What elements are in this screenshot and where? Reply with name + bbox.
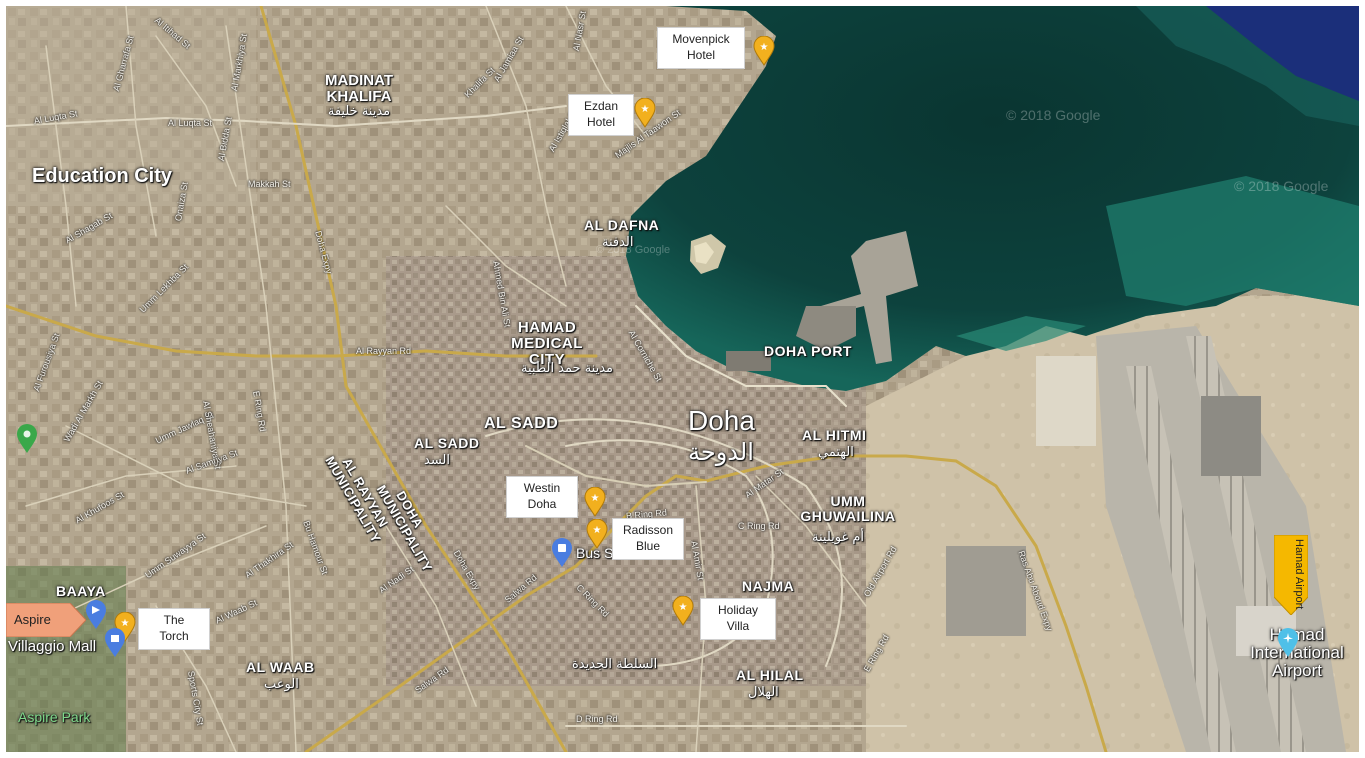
hotel-pin-ezdan[interactable]: ★ [634,98,656,128]
district-label-baaya: BAAYA [56,583,106,599]
district-label-doha-port: DOHA PORT [764,343,852,359]
street-label: C Ring Rd [738,521,780,531]
blue-location-pin-icon[interactable] [85,600,107,630]
district-label-villaggio: Villaggio Mall [8,638,97,655]
district-label-al-sadd-ar: السد [424,453,450,468]
district-label-hamad-medical-city-ar: مدينة حمد الطبية [521,361,613,376]
svg-text:★: ★ [593,525,602,536]
hotel-pin-radisson[interactable]: ★ [586,519,608,549]
district-label-hamad-medical-city: HAMAD MEDICAL CITY [511,319,583,368]
district-label-al-hitmi-ar: الهتمي [818,445,854,460]
street-label: D Ring Rd [576,714,618,724]
svg-text:★: ★ [760,42,769,53]
district-label-al-sadd-2: AL SADD [414,435,480,451]
district-label-al-hitmi: AL HITMI [802,427,867,443]
hotel-pin-westin[interactable]: ★ [584,487,606,517]
map-watermark: © 2018 Google [1234,178,1329,194]
svg-text:★: ★ [591,493,600,504]
district-label-najma: NAJMA [742,578,795,594]
district-label-umm-ghuwailina-ar: أم غويلينة [812,530,865,545]
district-label-al-waab: AL WAAB [246,659,315,675]
district-label-al-sadd: AL SADD [484,415,559,432]
map-watermark: © 2018 Google [596,244,671,256]
map-watermark: © 2018 Google [1006,107,1101,123]
district-label-doha-ar: الدوحة [688,438,754,466]
district-label-sultah: السلطة الجديدة [572,657,658,672]
district-label-madinat-khalifa: MADINAT KHALIFA مدينة خليفة [324,72,394,119]
svg-text:★: ★ [641,104,650,115]
bus-station-label: Bus St [576,545,618,561]
district-label-education-city: Education City [32,165,173,187]
hamad-airport-tag[interactable]: Hamad Airport [1274,535,1308,615]
bus-station-pin-icon[interactable] [551,538,573,568]
district-label-aspire-park: Aspire Park [18,709,91,725]
hamad-airport-tag-label: Hamad Airport [1293,539,1305,610]
map-terrain [6,6,1359,752]
hotel-pin-movenpick[interactable]: ★ [753,36,775,66]
green-location-pin-icon[interactable] [16,424,38,454]
svg-text:★: ★ [121,618,130,629]
district-label-al-hilal: AL HILAL [736,667,804,683]
district-label-al-waab-ar: الوعب [264,677,299,692]
street-label: Makkah St [248,179,291,189]
district-label-doha: Doha [688,405,755,436]
arrow-tag-shape [6,603,86,637]
shopping-pin-icon[interactable] [104,628,126,658]
aspire-tag-label: Aspire [14,612,51,627]
svg-text:★: ★ [679,602,688,613]
hotel-pin-holiday-villa[interactable]: ★ [672,596,694,626]
street-label: Al Luqta St [168,118,213,128]
district-label-umm-ghuwailina: UMM GHUWAILINA [800,493,896,524]
street-label: Al Rayyan Rd [356,346,412,356]
district-label-al-dafna-ar: الدفنة [602,235,634,250]
aspire-tag[interactable]: Aspire [6,603,86,637]
district-label-al-hilal-ar: الهلال [748,685,779,700]
arrow-tag-shape [1274,535,1308,615]
district-label-al-dafna: AL DAFNA [584,217,660,233]
airport-pin-icon[interactable] [1277,628,1299,658]
satellite-map[interactable]: © 2018 Google © 2018 Google © 2018 Googl… [6,6,1359,752]
